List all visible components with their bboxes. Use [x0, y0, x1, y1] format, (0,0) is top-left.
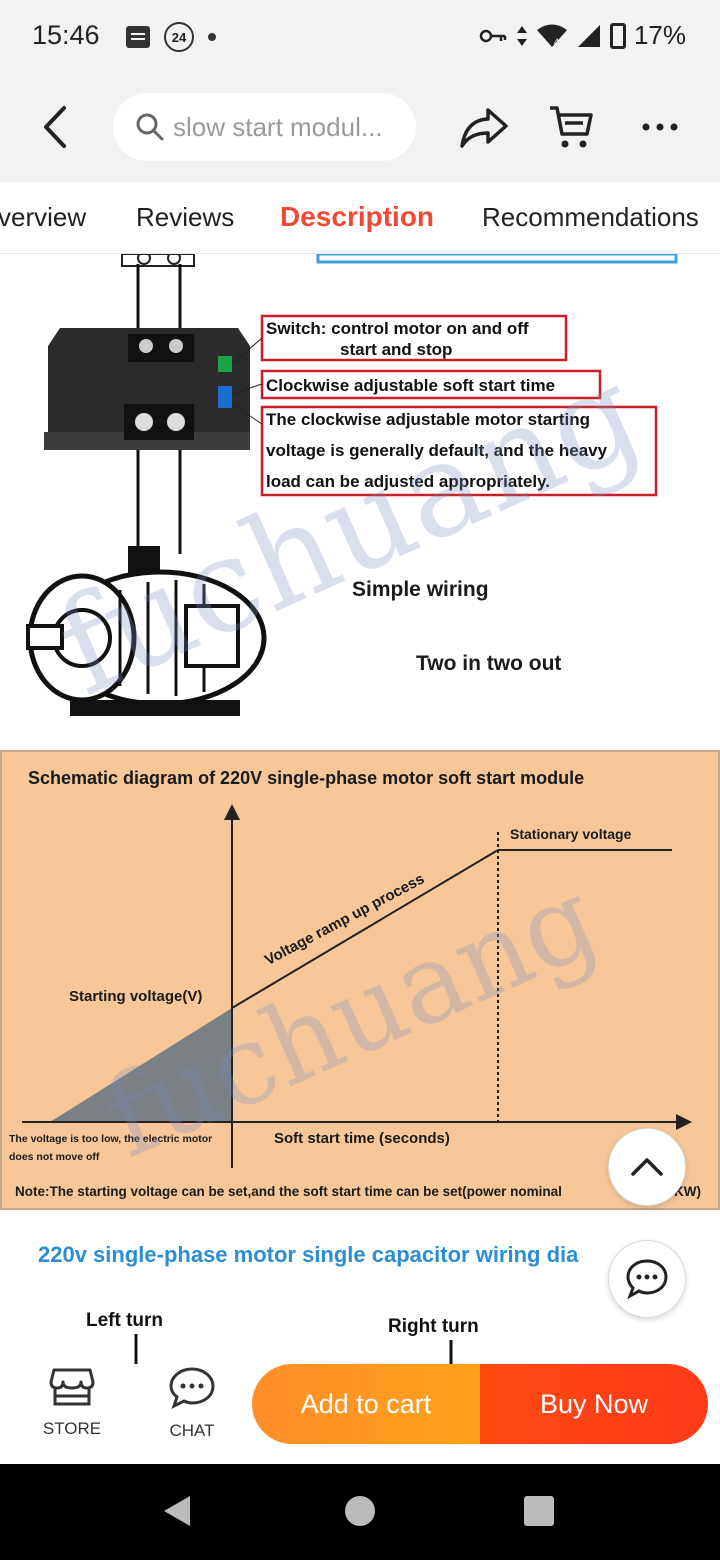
store-label: STORE	[42, 1419, 102, 1438]
add-to-cart-button[interactable]: Add to cart	[252, 1364, 480, 1444]
chat-icon	[169, 1367, 215, 1409]
turn-wire-stubs	[134, 1334, 453, 1364]
low-voltage-note: The voltage is too low, the electric mot…	[9, 1130, 229, 1166]
right-turn-label: Right turn	[388, 1316, 479, 1337]
capacitor-wiring-section: 220v single-phase motor single capacitor…	[0, 1210, 720, 1364]
chevron-up-icon	[631, 1158, 663, 1176]
more-icon[interactable]	[636, 112, 684, 142]
callout-voltage-text-3: load can be adjusted appropriately.	[266, 472, 550, 491]
chat-bubble-icon	[626, 1259, 668, 1300]
tab-overview[interactable]: verview	[0, 202, 87, 232]
starting-voltage-label: Starting voltage(V)	[69, 988, 203, 1005]
callout-voltage-text-1: The clockwise adjustable motor starting	[266, 410, 590, 429]
tab-recommendations[interactable]: Recommendations	[482, 202, 699, 232]
diagram-note: Note:The starting voltage can be set,and…	[15, 1184, 562, 1199]
two-in-two-out-text: Two in two out	[416, 652, 561, 675]
tab-description[interactable]: Description	[280, 201, 435, 232]
notification-dot-icon	[208, 33, 216, 41]
status-bar: 15:46 24 4 17%	[0, 0, 720, 72]
status-time: 15:46	[32, 20, 100, 50]
soft-start-time-label: Soft start time (seconds)	[274, 1130, 450, 1147]
add-to-cart-label: Add to cart	[300, 1388, 432, 1419]
message-button[interactable]	[608, 1240, 686, 1318]
search-input[interactable]	[173, 111, 413, 143]
key-icon	[479, 29, 507, 42]
simple-wiring-text: Simple wiring	[352, 578, 489, 601]
store-icon	[49, 1368, 95, 1406]
cart-icon[interactable]	[546, 102, 596, 152]
nav-back-icon[interactable]	[160, 1494, 194, 1528]
tab-bar: verview Reviews Description Recommendati…	[0, 182, 720, 254]
description-content: Switch: control motor on and off start a…	[0, 254, 720, 1364]
callout-switch-text-2: start and stop	[340, 340, 452, 359]
buy-now-button[interactable]: Buy Now	[480, 1364, 708, 1444]
wiring-image: Switch: control motor on and off start a…	[0, 254, 720, 750]
diagram-title: Schematic diagram of 220V single-phase m…	[28, 768, 585, 788]
callout-clockwise-text: Clockwise adjustable soft start time	[266, 376, 555, 395]
low-voltage-line-1: The voltage is too low, the electric mot…	[9, 1133, 213, 1145]
wifi-icon: 4	[536, 24, 567, 47]
chat-label: CHAT	[169, 1421, 215, 1440]
nav-recent-icon[interactable]	[524, 1496, 554, 1526]
buy-now-label: Buy Now	[539, 1388, 649, 1419]
search-icon	[136, 113, 164, 141]
scroll-to-top-button[interactable]	[608, 1128, 686, 1206]
diagram-graphic	[22, 804, 692, 1168]
status-left-icons: 24	[126, 22, 216, 52]
data-arrows-icon	[516, 25, 527, 46]
signal-icon	[577, 24, 600, 47]
svg-text:4: 4	[554, 37, 559, 47]
left-turn-label: Left turn	[86, 1310, 164, 1331]
battery-icon	[609, 22, 626, 49]
message-icon	[126, 26, 150, 48]
nav-home-icon[interactable]	[345, 1496, 375, 1526]
tab-reviews[interactable]: Reviews	[136, 202, 235, 232]
chat-button[interactable]: CHAT	[150, 1366, 234, 1454]
search-box[interactable]	[113, 93, 416, 161]
diagram-note-end: KW)	[674, 1184, 701, 1199]
back-arrow-icon[interactable]	[30, 100, 84, 154]
share-icon[interactable]	[458, 104, 510, 152]
notification-count-icon: 24	[164, 22, 194, 52]
stationary-voltage-label: Stationary voltage	[510, 826, 632, 842]
capacitor-wiring-title: 220v single-phase motor single capacitor…	[38, 1242, 579, 1267]
soft-start-diagram: Schematic diagram of 220V single-phase m…	[0, 750, 720, 1210]
callout-switch-text: Switch: control motor on and off	[266, 319, 529, 338]
callout-voltage-text-2: voltage is generally default, and the he…	[266, 441, 608, 460]
system-nav-bar	[0, 1464, 720, 1560]
store-button[interactable]: STORE	[30, 1366, 114, 1454]
bottom-action-bar: STORE CHAT Add to cart Buy Now	[0, 1364, 720, 1464]
battery-level: 17%	[633, 20, 686, 50]
top-nav	[0, 72, 720, 182]
status-right: 4 17%	[478, 20, 686, 51]
low-voltage-line-2: does not move off	[9, 1151, 100, 1163]
